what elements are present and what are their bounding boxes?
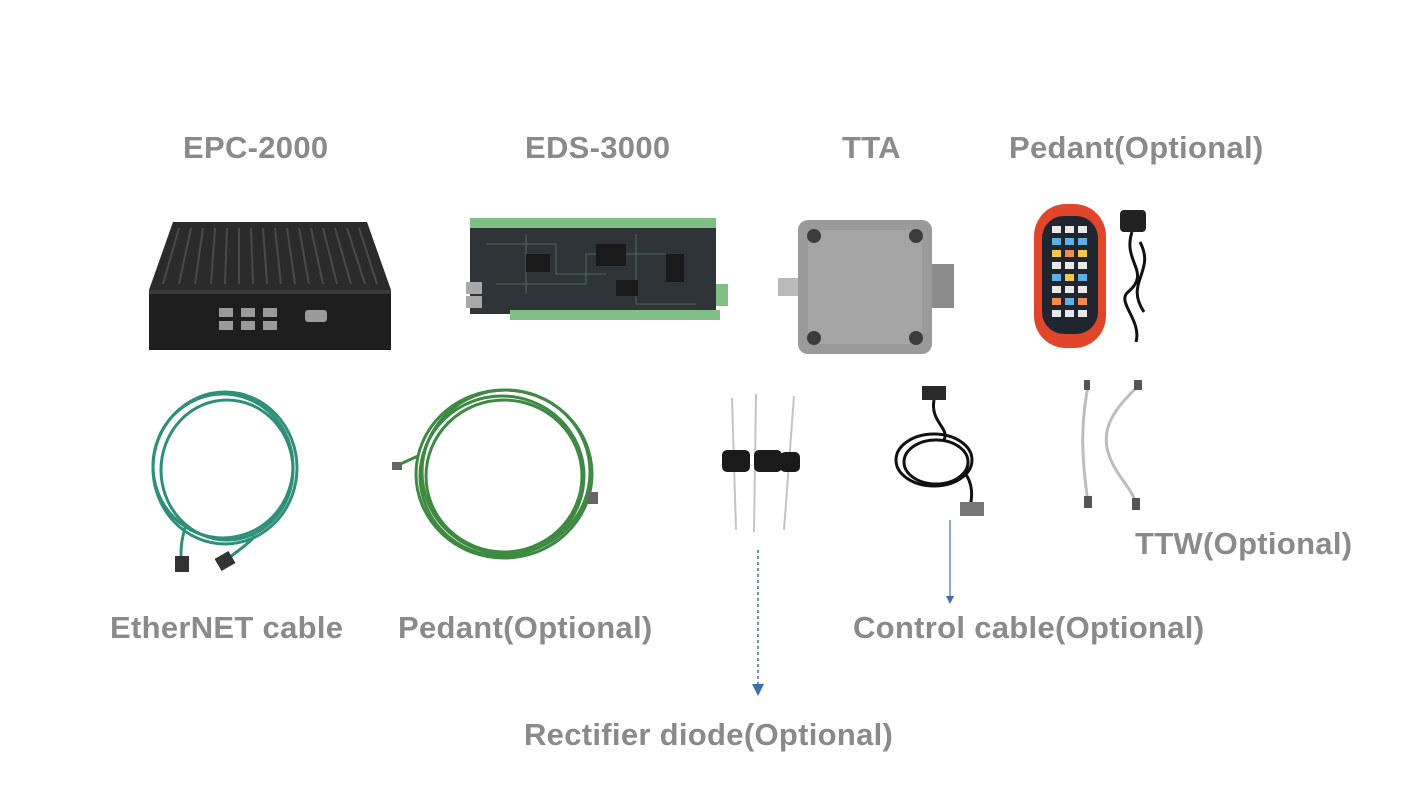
epc-2000-label: EPC-2000	[183, 130, 329, 165]
ttw-label: TTW(Optional)	[1135, 526, 1353, 561]
tta-label: TTA	[842, 130, 901, 165]
control-cable-label: Control cable(Optional)	[853, 610, 1205, 645]
eds-3000-label: EDS-3000	[525, 130, 671, 165]
ttw-cable-image	[1076, 378, 1152, 514]
rectifier-arrow-icon	[750, 550, 766, 700]
pedant-remote-image	[1032, 202, 1164, 352]
ethernet-cable-image	[145, 388, 307, 578]
control-cable-image	[890, 382, 990, 522]
rectifier-diode-image	[716, 390, 810, 536]
rectifier-diode-label: Rectifier diode(Optional)	[524, 717, 894, 752]
pedant-top-label: Pedant(Optional)	[1009, 130, 1264, 165]
control-cable-arrow-icon	[942, 520, 958, 606]
ethernet-cable-label: EtherNET cable	[110, 610, 344, 645]
epc-2000-image	[145, 218, 395, 354]
tta-image	[778, 216, 958, 356]
pedant-cable-image	[392, 384, 612, 568]
pedant-cable-label: Pedant(Optional)	[398, 610, 653, 645]
eds-3000-image	[466, 214, 728, 322]
